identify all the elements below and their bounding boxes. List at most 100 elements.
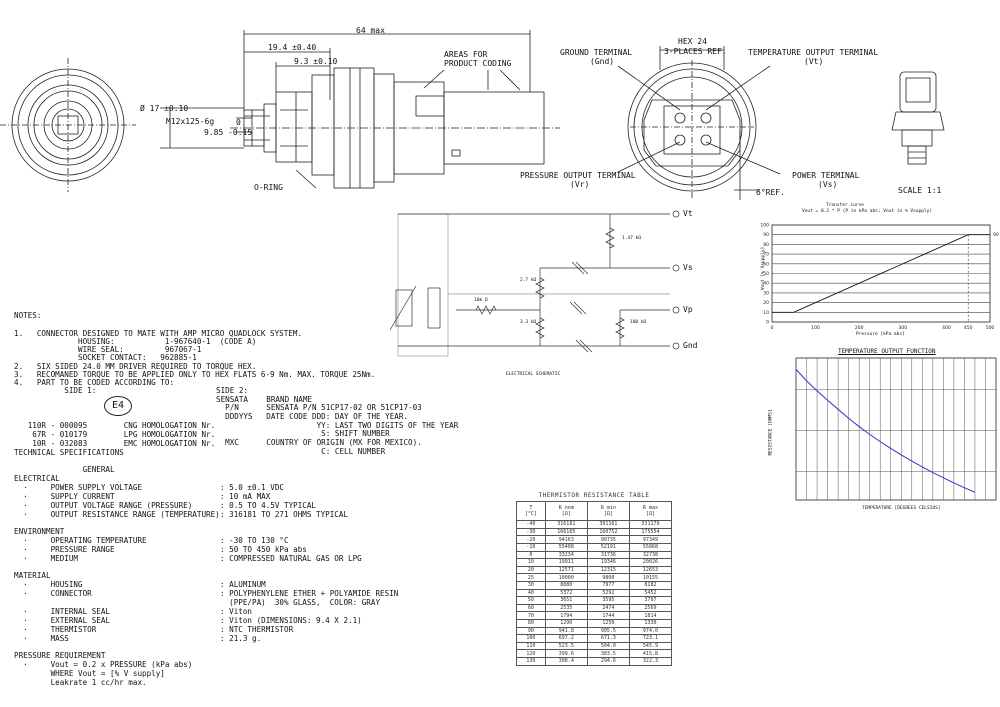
power-terminal-symbol: (Vs) xyxy=(818,180,838,189)
table-cell: 8080 xyxy=(544,581,588,590)
dim-zero: 0 xyxy=(236,118,241,127)
spec-operating-temp: · OPERATING TEMPERATURE xyxy=(14,536,147,545)
table-cell: 52191 xyxy=(586,543,630,552)
homologation-lpg: 67R - 010179 LPG HOMOLOGATION Nr. xyxy=(14,430,216,439)
side-2-date: DDDYYS DATE CODE DDD: DAY OF THE YEAR. xyxy=(216,412,409,421)
table-cell: 2535 xyxy=(544,603,588,613)
temperature-curve-line xyxy=(795,369,976,493)
table-cell: 294.6 xyxy=(586,657,630,666)
note-3: 3. RECOMANED TORQUE TO BE APPLIED ONLY T… xyxy=(14,370,376,379)
table-cell: 110 xyxy=(516,641,546,651)
temperature-chart-ylabel: RESISTANCE [OHMS] xyxy=(768,409,774,456)
table-cell: 130 xyxy=(516,657,546,666)
table-cell: 545.9 xyxy=(628,641,673,651)
pressure-terminal-label: PRESSURE OUTPUT TERMINAL xyxy=(520,171,636,180)
table-cell: 415.8 xyxy=(628,649,673,658)
transfer-ytick-label: 0 xyxy=(766,320,769,326)
table-cell: 19346 xyxy=(586,558,630,567)
table-cell: 5372 xyxy=(544,588,588,598)
table-cell: 0 xyxy=(516,550,546,560)
table-cell: 1814 xyxy=(628,611,673,620)
transfer-chart-title: Transfer curve xyxy=(826,203,864,208)
table-cell: 100 xyxy=(516,634,546,643)
table-cell: 383.5 xyxy=(586,649,630,658)
pressure-terminal-symbol: (Vr) xyxy=(570,180,590,189)
table-cell: 322.3 xyxy=(628,657,673,666)
spec-output-resistance: · OUTPUT RESISTANCE RANGE (TEMPERATURE) xyxy=(14,510,220,519)
table-cell: 7977 xyxy=(586,581,630,590)
table-header: R max [Ω] xyxy=(628,501,673,522)
resistor-label-5: 10k Ω xyxy=(474,298,488,303)
table-cell: 1290 xyxy=(544,619,588,628)
transfer-xtick-label: 100 xyxy=(811,325,820,331)
table-cell: 941.8 xyxy=(544,626,588,636)
table-cell: -40 xyxy=(516,520,546,529)
coding-areas-label-1: AREAS FOR xyxy=(444,50,488,59)
pin-vs: Vs xyxy=(683,263,693,272)
coding-areas-label-2: PRODUCT CODING xyxy=(444,59,512,68)
pressure-formula: · Vout = 0.2 x PRESSURE (kPa abs) xyxy=(14,660,193,669)
spec-internal-seal-value: : Viton xyxy=(220,607,253,616)
electrical-heading: ELECTRICAL xyxy=(14,474,60,483)
table-cell: 1330 xyxy=(628,619,673,628)
e4-mark: E4 xyxy=(104,396,132,416)
scale-label: SCALE 1:1 xyxy=(898,186,942,195)
transfer-ytick-label: 30 xyxy=(763,290,769,296)
table-cell: 20 xyxy=(516,565,546,575)
table-cell: 25 xyxy=(516,573,546,583)
pressure-formula-where: WHERE Vout = [% V supply] xyxy=(14,669,165,678)
homologation-cng: 110R - 000095 CNG HOMOLOGATION Nr. xyxy=(14,421,216,430)
spec-supply-current-value: : 10 mA MAX xyxy=(220,492,271,501)
table-cell: 166165 xyxy=(544,527,588,537)
dim-diameter-17: Ø 17 ±0.10 xyxy=(140,104,189,113)
leak-rate: Leakrate 1 cc/hr max. xyxy=(14,678,147,687)
o-ring-label: O-RING xyxy=(254,183,283,192)
table-cell: 8182 xyxy=(628,581,673,590)
spec-pressure-range-value: : 50 TO 450 kPa abs xyxy=(220,545,307,554)
table-cell: 3595 xyxy=(586,596,630,605)
table-cell: -30 xyxy=(516,527,546,537)
notes-section: NOTES: 1. CONNECTOR DESIGNED TO MATE WIT… xyxy=(14,311,484,702)
transfer-xtick-label: 300 xyxy=(899,325,908,331)
transfer-ytick-label: 40 xyxy=(763,281,769,287)
spec-supply-voltage: · POWER SUPPLY VOLTAGE xyxy=(14,483,143,492)
dim-9-85: 9.85 -0.15 xyxy=(204,128,253,137)
side-2-brand: SENSATA BRAND NAME xyxy=(216,395,313,404)
notes-heading: NOTES: xyxy=(14,311,42,320)
spec-thermistor-value: : NTC THERMISTOR xyxy=(220,625,294,634)
note-4: 4. PART TO BE CODED ACCORDING TO: xyxy=(14,378,175,387)
table-cell: 31736 xyxy=(586,550,630,560)
spec-internal-seal: · INTERNAL SEAL xyxy=(14,607,111,616)
note-1: 1. CONNECTOR DESIGNED TO MATE WITH AMP M… xyxy=(14,329,303,338)
side-2-year: YY: LAST TWO DIGITS OF THE YEAR xyxy=(216,421,459,430)
table-cell: 2569 xyxy=(628,603,673,613)
note-1-socket: SOCKET CONTACT: 962885-1 xyxy=(14,353,197,362)
ground-terminal-label: GROUND TERMINAL xyxy=(560,48,633,57)
table-cell: 9800 xyxy=(586,573,630,583)
hex-label: HEX 24 xyxy=(678,37,707,46)
pin-vp: Vp xyxy=(683,305,693,314)
table-cell: 30 xyxy=(516,581,546,590)
side-1-label: SIDE 1: xyxy=(14,386,97,395)
table-cell: 974.0 xyxy=(628,626,673,636)
table-cell: 19911 xyxy=(544,558,588,567)
general-heading: GENERAL xyxy=(14,465,115,474)
table-cell: 2474 xyxy=(586,603,630,613)
table-header: R nom [Ω] xyxy=(544,501,588,522)
table-cell: 3651 xyxy=(544,596,588,605)
spec-supply-current: · SUPPLY CURRENT xyxy=(14,492,115,501)
table-cell: 80 xyxy=(516,619,546,628)
table-cell: 1794 xyxy=(544,611,588,620)
transfer-annotation-x: 450 xyxy=(964,325,973,331)
